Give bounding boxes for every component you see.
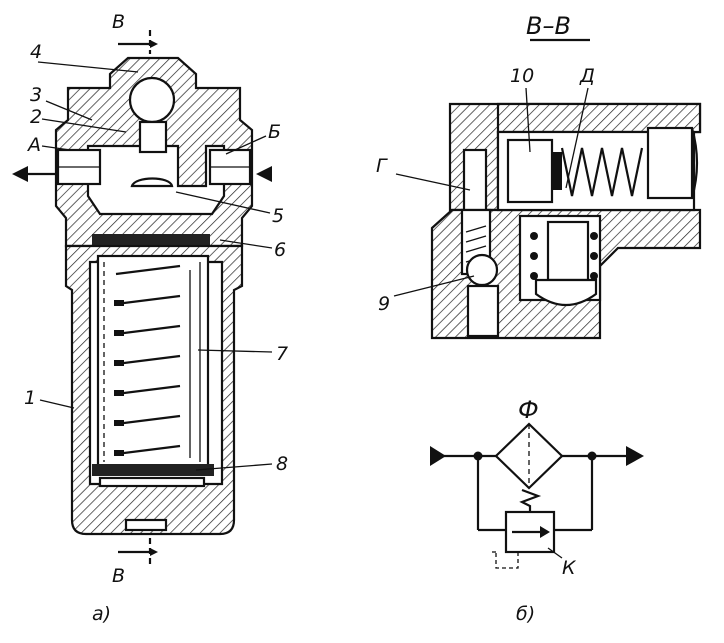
- label-1: 1: [24, 387, 36, 409]
- hydraulic-scheme: [430, 422, 644, 569]
- label-10: 10: [510, 65, 534, 87]
- scheme-outlet-arrow-icon: [626, 446, 644, 466]
- outlet-arrow-icon: [12, 166, 28, 182]
- section-bb-view: [393, 38, 702, 340]
- channel-g: [462, 148, 488, 212]
- inlet-arrow-icon: [256, 166, 272, 182]
- label-6: 6: [274, 239, 286, 261]
- label-port-b: Б: [268, 121, 281, 143]
- section-mark-top: В: [112, 11, 125, 33]
- caption-a: а): [92, 603, 111, 625]
- label-5: 5: [272, 205, 284, 227]
- section-mark-bottom: В: [112, 565, 125, 587]
- label-g: Г: [376, 155, 388, 177]
- scheme-inlet-arrow-icon: [430, 446, 446, 466]
- valve-spring: [560, 147, 644, 197]
- label-port-a: А: [26, 134, 41, 156]
- filter-section-view: [12, 30, 273, 568]
- label-7: 7: [276, 343, 288, 365]
- label-3: 3: [30, 84, 42, 106]
- filter-spring: [114, 264, 181, 456]
- label-4: 4: [30, 41, 42, 63]
- label-2: 2: [30, 106, 42, 128]
- label-d: Д: [579, 65, 595, 87]
- section-title: В–В: [526, 12, 571, 40]
- label-k: К: [562, 557, 577, 579]
- check-ball: [465, 253, 499, 287]
- caption-b: б): [516, 603, 535, 625]
- label-9: 9: [378, 293, 390, 315]
- ball-valve: [128, 76, 176, 124]
- label-phi: Ф: [518, 396, 539, 424]
- label-8: 8: [276, 453, 288, 475]
